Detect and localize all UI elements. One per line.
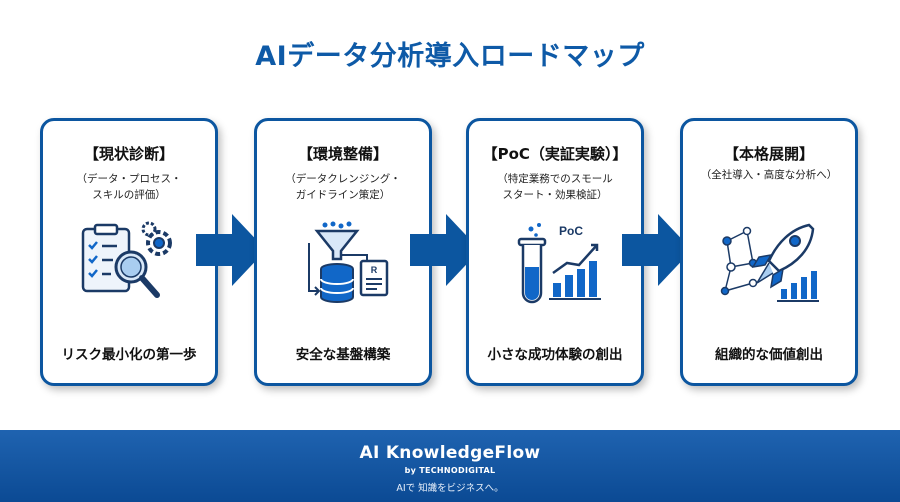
step-card-rollout: 【本格展開】 （全社導入・高度な分析へ） 組織的な価値創出: [680, 118, 858, 386]
svg-text:R: R: [371, 265, 378, 275]
step-card-poc: 【PoC（実証実験）】 （特定業務でのスモール スタート・効果検証） PoC 小…: [466, 118, 644, 386]
step-subtitle: （全社導入・高度な分析へ）: [700, 169, 838, 181]
step-outcome: リスク最小化の第一歩: [61, 347, 197, 363]
step-title: 【本格展開】: [723, 145, 814, 163]
roadmap-title: AIデータ分析導入ロードマップ: [255, 41, 645, 72]
brand-name: AI KnowledgeFlow: [359, 443, 541, 463]
brand-byline: by TECHNODIGITAL: [404, 466, 496, 475]
step-title: 【PoC（実証実験）】: [482, 145, 628, 163]
step-subtitle: （データクレンジング・ ガイドライン策定）: [285, 173, 401, 201]
arrow-right-icon: [196, 214, 266, 286]
step-outcome: 組織的な価値創出: [715, 347, 823, 363]
checklist-magnifier-gears-icon: [81, 221, 172, 298]
rocket-network-chart-icon: [720, 223, 819, 302]
brand-tagline: AIで 知識をビジネスへ。: [396, 483, 504, 494]
arrow-right-icon: [622, 214, 692, 286]
step-card-environment: 【環境整備】 （データクレンジング・ ガイドライン策定） R 安全な基盤構築: [254, 118, 432, 386]
funnel-database-report-icon: R: [308, 221, 389, 303]
step-subtitle: （特定業務でのスモール スタート・効果検証）: [497, 173, 613, 201]
step-card-assessment: 【現状診断】 （データ・プロセス・ スキルの評価） リスク最小化の第一歩: [40, 118, 218, 386]
step-title: 【環境整備】: [297, 145, 388, 163]
poc-label: PoC: [559, 224, 583, 238]
arrow-right-icon: [410, 214, 480, 286]
step-title: 【現状診断】: [83, 145, 174, 163]
test-tube-growth-chart-icon: PoC: [517, 223, 601, 304]
step-outcome: 小さな成功体験の創出: [487, 347, 623, 363]
step-subtitle: （データ・プロセス・ スキルの評価）: [76, 173, 182, 201]
step-outcome: 安全な基盤構築: [295, 347, 391, 363]
footer-banner: AI KnowledgeFlow by TECHNODIGITAL AIで 知識…: [0, 430, 900, 502]
